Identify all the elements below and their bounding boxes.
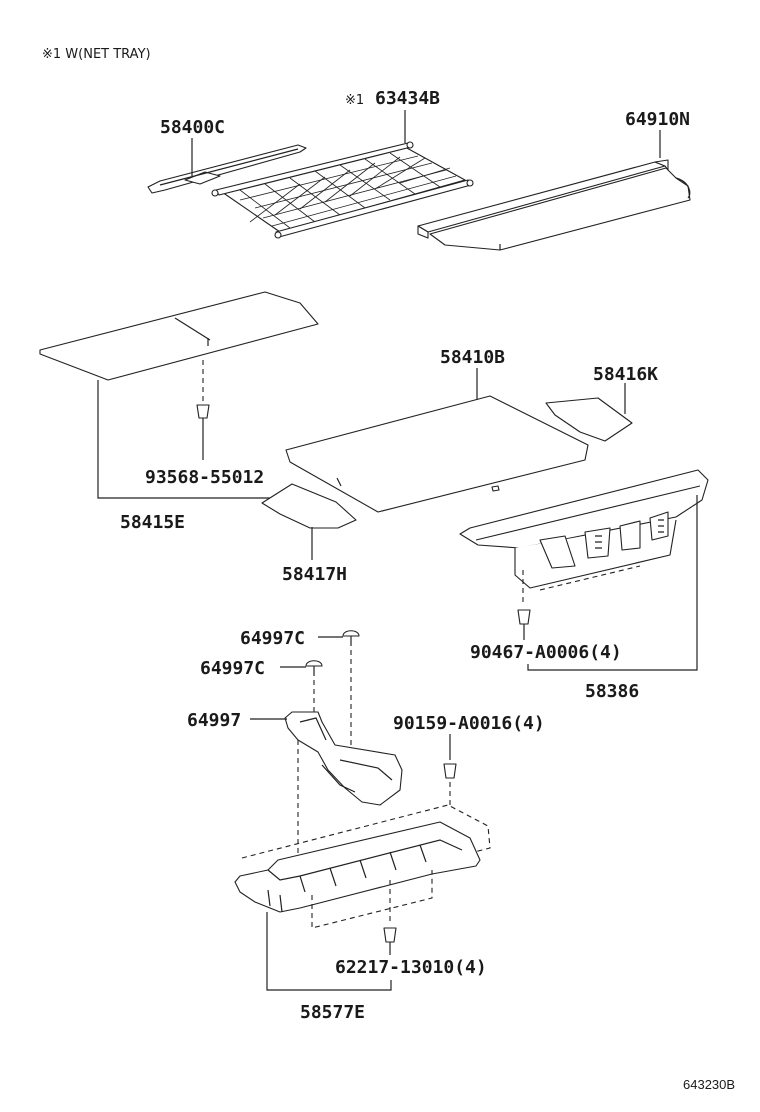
label-58386: 58386 [585,681,639,702]
tonneau-cover-64910n [417,159,691,251]
clip-64997c-lower [305,660,323,676]
label-58417h: 58417H [282,564,347,585]
label-58400c: 58400C [160,117,225,138]
label-58416k: 58416K [593,364,658,385]
deck-board-58415e [39,291,319,381]
diagram-id: 643230B [683,1077,735,1092]
label-64997: 64997 [187,710,241,731]
label-64910n: 64910N [625,109,690,130]
label-90159: 90159-A0016(4) [393,713,545,734]
label-58415e: 58415E [120,512,185,533]
label-63434b-mark: ※1 [345,93,364,108]
side-cover-58416k [545,397,633,442]
label-64997c-upper: 64997C [240,628,305,649]
clip-93568 [196,404,210,424]
label-62217: 62217-13010(4) [335,957,487,978]
label-93568: 93568-55012 [145,467,264,488]
tray-58577e [234,804,491,929]
label-64997c-lower: 64997C [200,658,265,679]
bracket-64997 [284,711,403,806]
side-cover-58417h [261,483,357,529]
label-58410b: 58410B [440,347,505,368]
net-63434b [211,141,474,239]
clip-90467 [517,609,531,625]
label-90467: 90467-A0006(4) [470,642,622,663]
label-63434b: 63434B [375,88,440,109]
rear-trim-58386 [459,469,709,589]
label-58577e: 58577E [300,1002,365,1023]
clip-90159 [443,763,457,779]
clip-62217 [383,927,397,943]
clip-64997c-upper [342,630,360,646]
strap-58400c [147,144,307,194]
net-tray-note: ※1 W(NET TRAY) [42,47,151,62]
floor-board-58410b [285,395,589,513]
